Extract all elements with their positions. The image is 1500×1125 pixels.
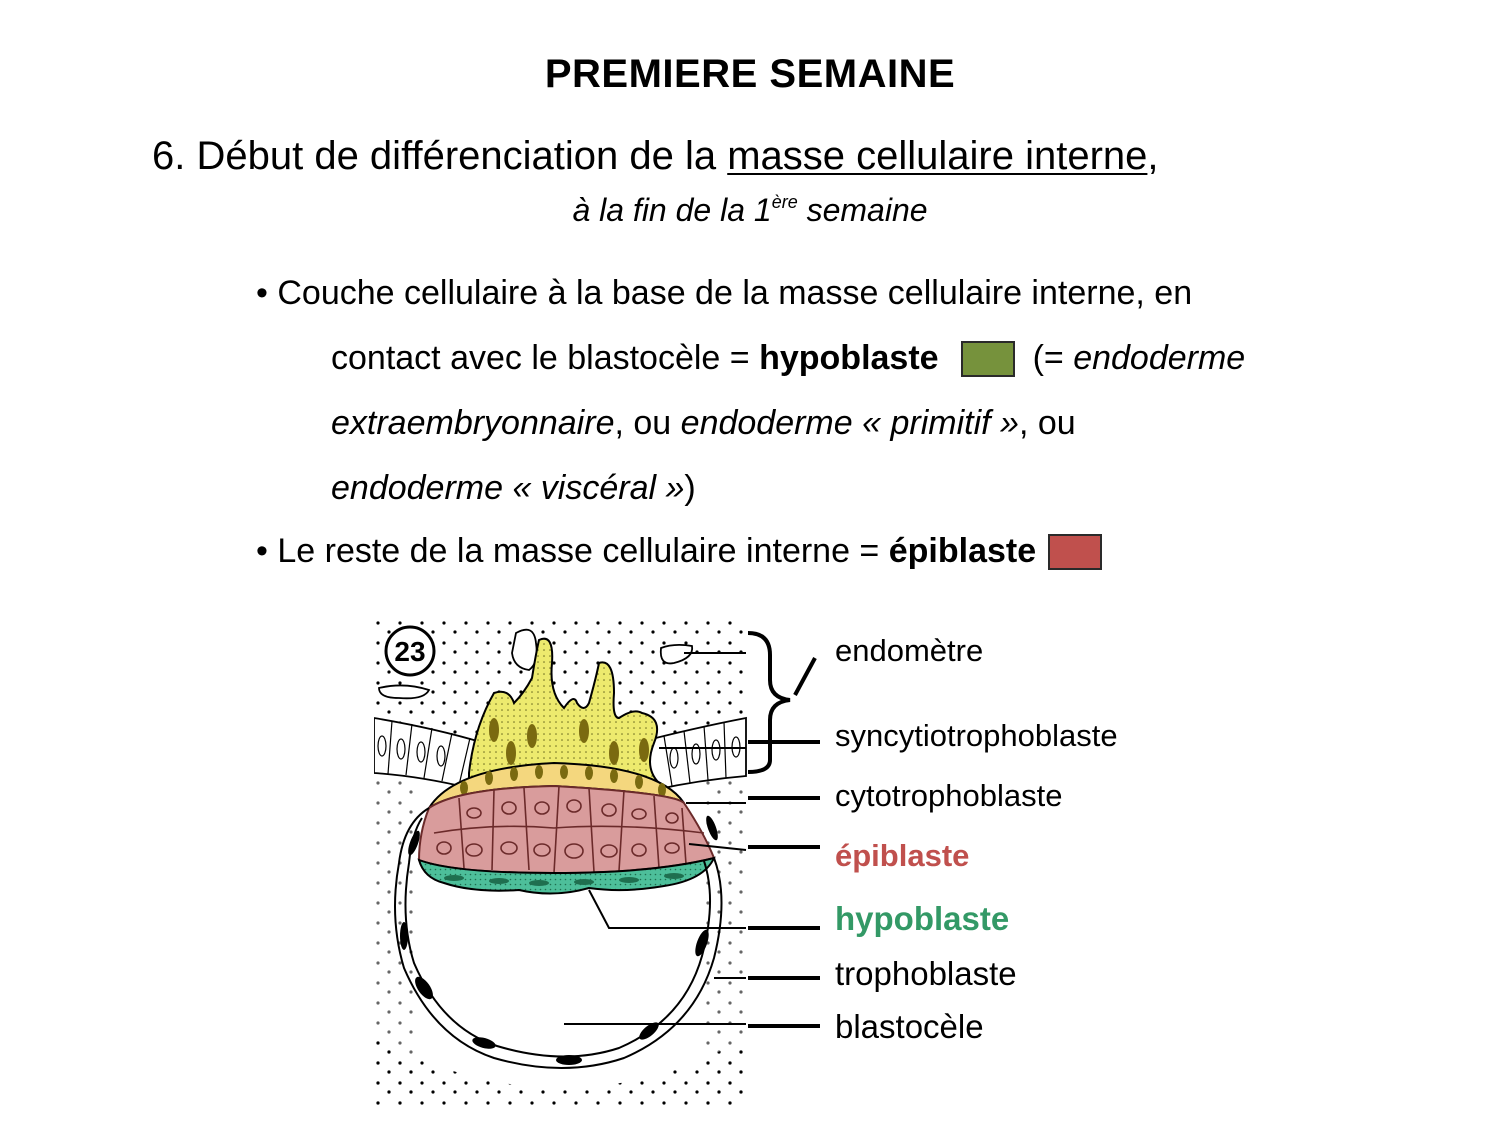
heading-suffix: , [1147,134,1159,178]
label-syncytiotrophoblaste: syncytiotrophoblaste [835,718,1118,753]
bullet-1-line-4: endoderme « viscéral ») [331,469,696,508]
label-trophoblaste: trophoblaste [835,955,1017,992]
slide-title: PREMIERE SEMAINE [544,52,956,96]
heading-prefix: 6. Début de différenciation de la [152,134,728,178]
bullet-2-text: Le reste de la masse cellulaire interne … [267,532,889,570]
subheading-text-end: semaine [797,192,928,228]
subheading-superscript: ère [771,192,798,212]
blastocyst-diagram: 23 [373,618,754,1108]
label-endometre: endomètre [835,633,984,668]
bullet-1-line-1: • Couche cellulaire à la base de la mass… [256,274,1192,313]
slide-heading: 6. Début de différenciation de la masse … [152,134,1159,179]
italic-term: endoderme « viscéral » [331,469,685,507]
bullet-icon: • [256,274,268,312]
figure-number-circle [384,625,436,677]
text-fragment: , ou [1018,404,1076,442]
subheading-text: à la fin de la 1 [572,192,772,228]
hypoblaste-term: hypoblaste [759,339,939,377]
label-connectors [747,631,820,1028]
slide-subheading: à la fin de la 1ère semaine [0,192,1500,229]
italic-term: endoderme [1073,339,1246,377]
bullet-1-text-2: contact avec le blastocèle = [331,339,760,377]
bullet-1-line-3: extraembryonnaire, ou endoderme « primit… [331,404,1076,443]
bullet-1-text: Couche cellulaire à la base de la masse … [267,274,1193,312]
italic-term: endoderme « primitif » [680,404,1019,442]
curly-brace-icon [747,631,791,774]
label-hypoblaste: hypoblaste [835,900,1010,937]
bullet-2: • Le reste de la masse cellulaire intern… [256,532,1103,571]
text-fragment: ) [684,469,696,507]
epiblaste-term: épiblaste [888,532,1037,570]
bullet-icon: • [256,532,268,570]
label-cytotrophoblaste: cytotrophoblaste [835,778,1063,813]
label-epiblaste: épiblaste [835,838,970,873]
epiblaste-color-swatch [1048,534,1103,570]
hypoblaste-color-swatch [960,341,1015,377]
text-fragment: , ou [614,404,681,442]
svg-text:23: 23 [394,636,425,667]
bullet-1-line-2: contact avec le blastocèle = hypoblaste (… [331,339,1245,378]
label-blastocele: blastocèle [835,1008,984,1045]
heading-underlined-term: masse cellulaire interne [727,134,1148,178]
italic-term: extraembryonnaire [331,404,615,442]
paren-open: (= [1032,339,1074,377]
